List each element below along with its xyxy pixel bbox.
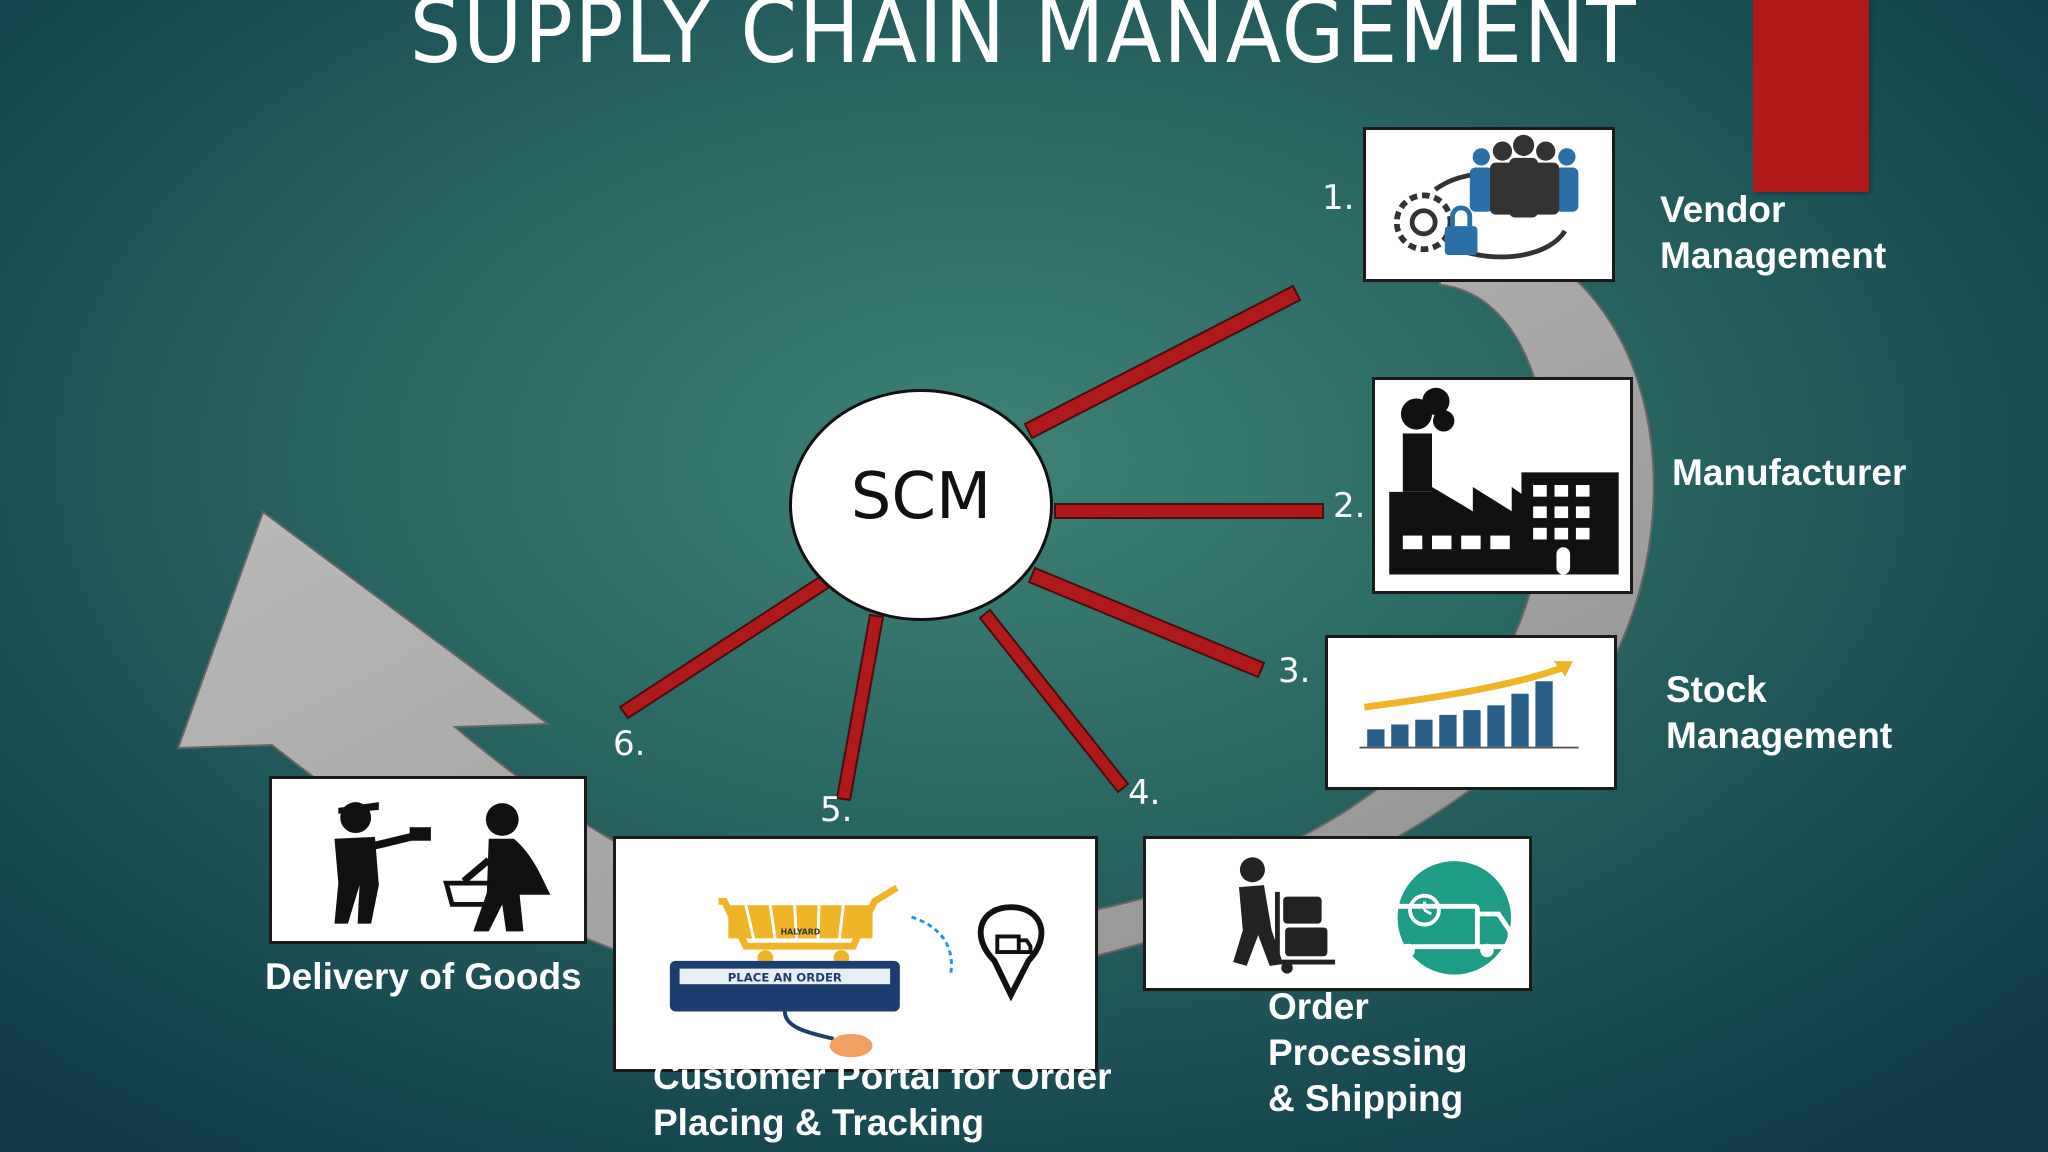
vendor-team-gear-lock-icon [1393, 134, 1579, 260]
spoke-5 [835, 613, 885, 802]
cart-brand-text: HALYARD [781, 928, 821, 937]
spoke-4 [978, 608, 1130, 794]
order-processing-card [1143, 836, 1532, 991]
spoke-6 [618, 574, 830, 720]
scm-hub-label: SCM [850, 460, 992, 534]
spokes [618, 284, 1324, 802]
step-label-delivery-of-goods: Delivery of Goods [265, 956, 582, 997]
stock-management-card [1325, 635, 1617, 790]
manufacturer-card [1372, 377, 1633, 594]
factory-icon [1389, 387, 1619, 575]
worker-trolley-truck-icon [1233, 857, 1513, 975]
spoke-3 [1027, 566, 1266, 679]
shopping-cart-place-order-icon: HALYARD PLACE AN ORDER [669, 884, 1045, 1058]
spoke-1 [1023, 284, 1302, 440]
spoke-2 [1054, 503, 1324, 519]
place-order-screen-text: PLACE AN ORDER [728, 970, 842, 984]
step-label-customer-portal: Customer Portal for Order Placing & Trac… [653, 1056, 1112, 1143]
slide-title: SUPPLY CHAIN MANAGEMENT [409, 0, 1638, 83]
step-label-order-processing: Order Processing & Shipping [1268, 986, 1468, 1119]
step-number-2: 2. [1333, 486, 1366, 526]
accent-bar [1753, 0, 1869, 192]
step-number-4: 4. [1128, 773, 1161, 813]
growth-bar-chart-icon [1359, 661, 1579, 749]
step-label-stock-management: Stock Management [1666, 669, 1893, 756]
step-number-6: 6. [613, 724, 646, 764]
customer-portal-card: HALYARD PLACE AN ORDER [613, 836, 1098, 1072]
step-label-manufacturer: Manufacturer [1672, 452, 1907, 493]
delivery-handover-icon [334, 802, 551, 932]
step-number-5: 5. [820, 790, 853, 830]
vendor-management-card [1363, 127, 1615, 282]
scm-hub: SCM [789, 389, 1053, 621]
step-number-3: 3. [1278, 651, 1311, 691]
step-number-1: 1. [1322, 178, 1355, 218]
step-label-vendor-management: Vendor Management [1660, 189, 1887, 276]
delivery-of-goods-card [269, 776, 587, 944]
